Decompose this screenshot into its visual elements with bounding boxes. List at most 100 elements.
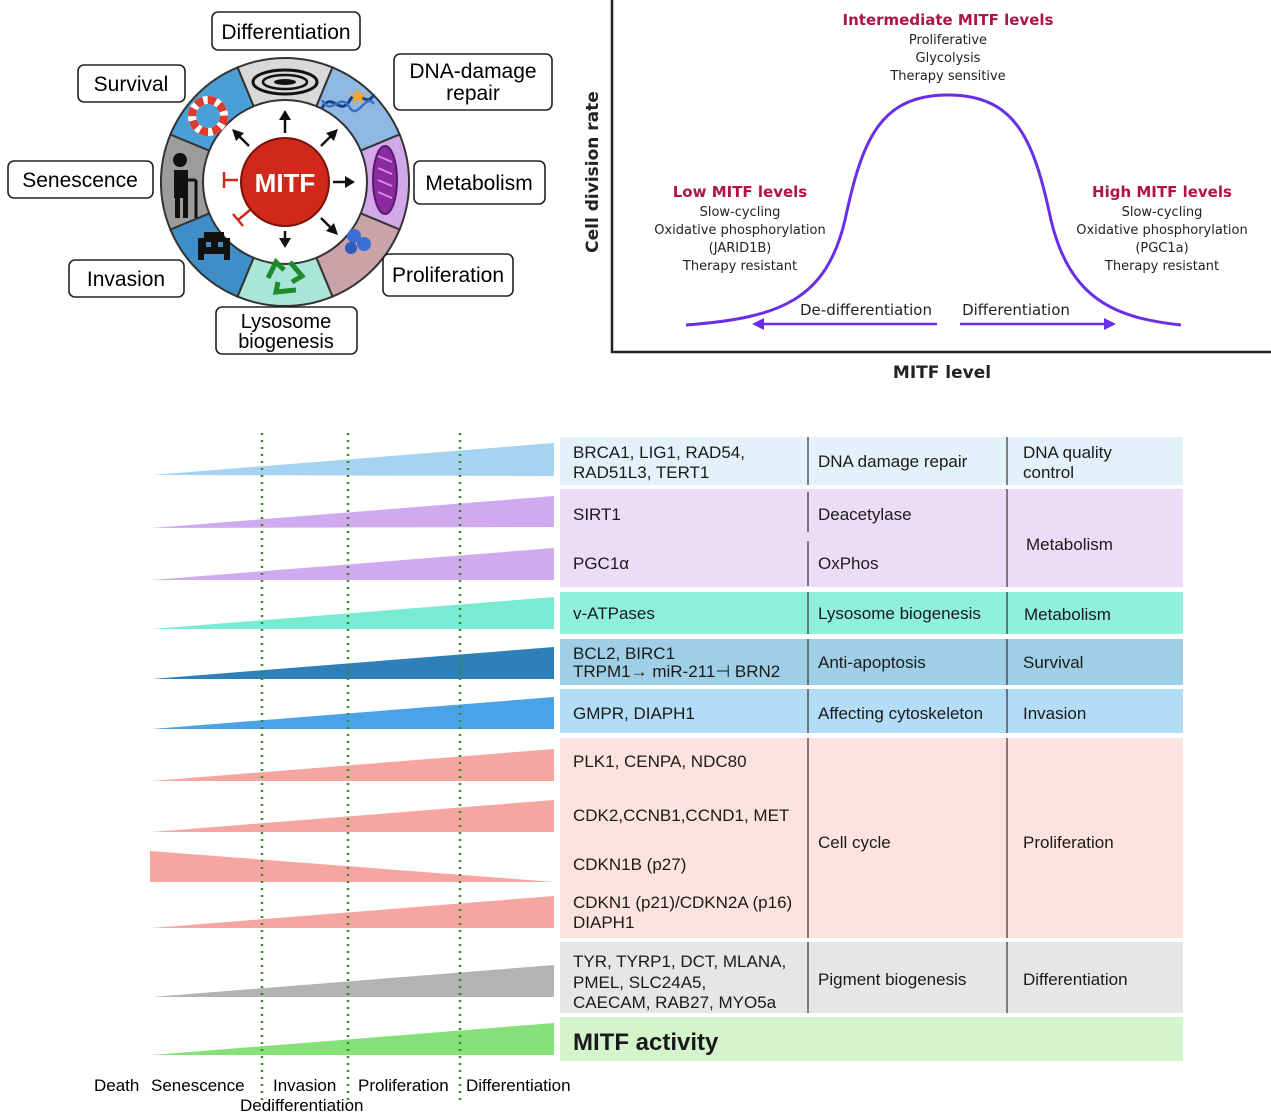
axis-differentiation: Differentiation xyxy=(466,1076,571,1095)
table-column-lines xyxy=(807,437,1008,1013)
recycle-icon xyxy=(265,257,306,295)
genes-invasion: GMPR, DIAPH1 xyxy=(573,704,695,723)
dedifferentiation-arrow xyxy=(752,318,937,330)
wedge-v-atpases xyxy=(152,597,554,629)
box-survival xyxy=(77,64,186,103)
wedge-plk1 xyxy=(152,749,554,781)
genes-v-atpases: v-ATPases xyxy=(573,604,655,623)
wedge-cdkn1 xyxy=(152,896,554,928)
genes-plk1: PLK1, CENPA, NDC80 xyxy=(573,752,747,771)
row-bg-differentiation xyxy=(560,942,1183,1013)
high-line3: (PGC1a) xyxy=(1135,241,1188,256)
genes-pgc1a: PGC1α xyxy=(573,554,629,573)
gene-table: BRCA1, LIG1, RAD54, RAD51L3, TERT1 SIRT1… xyxy=(94,433,1183,1115)
box-proliferation xyxy=(382,253,514,297)
box-dna-repair xyxy=(393,53,553,111)
low-line3: (JARID1B) xyxy=(709,241,772,256)
intermediate-line2: Glycolysis xyxy=(916,51,981,66)
dedifferentiation-arrow-label: De-differentiation xyxy=(800,301,932,319)
row-bg-proliferation xyxy=(560,738,1183,938)
wheel-arrows xyxy=(232,110,355,248)
label-proliferation: Proliferation xyxy=(392,264,504,287)
label-lysosome-1: Lysosome xyxy=(241,311,331,333)
mitf-center xyxy=(240,137,330,227)
genes-cdkn1-2: DIAPH1 xyxy=(573,913,634,932)
func-pigment: Pigment biogenesis xyxy=(818,970,966,989)
func-deacetylase: Deacetylase xyxy=(818,505,912,524)
row-bg-mitf-activity xyxy=(560,1017,1183,1061)
genes-dna-1: BRCA1, LIG1, RAD54, xyxy=(573,443,745,462)
invader-icon xyxy=(198,232,230,260)
high-title: High MITF levels xyxy=(1092,183,1232,201)
wedge-mitf-activity xyxy=(152,1023,554,1055)
high-line4: Therapy resistant xyxy=(1104,259,1219,274)
bell-curve xyxy=(685,93,1182,327)
cat-invasion: Invasion xyxy=(1023,704,1086,723)
genes-pigment-2: PMEL, SLC24A5, xyxy=(573,973,706,992)
row-bg-survival xyxy=(560,639,1183,685)
wedge-cdkn1b xyxy=(150,851,554,882)
axis-senescence: Senescence xyxy=(151,1076,245,1095)
wedge-survival xyxy=(152,647,554,679)
intermediate-title: Intermediate MITF levels xyxy=(843,11,1054,29)
genes-cdkn1-1: CDKN1 (p21)/CDKN2A (p16) xyxy=(573,893,792,912)
intermediate-line3: Therapy sensitive xyxy=(889,69,1005,84)
differentiation-arrow xyxy=(960,318,1116,330)
row-bg-lysosome xyxy=(560,592,1183,634)
axis-dedifferentiation: Dedifferentiation xyxy=(240,1096,364,1115)
curve-axes xyxy=(610,0,1271,354)
genes-survival-1: BCL2, BIRC1 xyxy=(573,644,675,663)
high-line1: Slow-cycling xyxy=(1122,205,1203,220)
label-senescence: Senescence xyxy=(22,169,138,192)
axis-invasion: Invasion xyxy=(273,1076,336,1095)
cat-metabolism: Metabolism xyxy=(1024,605,1111,624)
box-senescence xyxy=(7,160,154,199)
cells-icon xyxy=(345,229,371,254)
axis-proliferation: Proliferation xyxy=(358,1076,449,1095)
cat-proliferation: Proliferation xyxy=(1023,833,1114,852)
label-survival: Survival xyxy=(94,73,169,96)
wedge-sirt1 xyxy=(152,496,554,528)
func-cell-cycle: Cell cycle xyxy=(818,833,891,852)
wedge-dna-repair xyxy=(152,443,554,476)
func-lysosome: Lysosome biogenesis xyxy=(818,604,981,623)
box-invasion xyxy=(68,259,185,298)
elderly-person-icon xyxy=(173,153,198,218)
box-metabolism xyxy=(413,160,546,205)
row-bg-metabolism xyxy=(560,489,1183,587)
dna-helix-icon xyxy=(320,88,376,113)
axis-death: Death xyxy=(94,1076,139,1095)
wedge-invasion xyxy=(152,697,554,729)
genes-pigment-3: CAECAM, RAB27, MYO5a xyxy=(573,993,777,1012)
wedge-pigment xyxy=(152,965,554,997)
genes-cdkn1b: CDKN1B (p27) xyxy=(573,855,686,874)
y-axis-label: Cell division rate xyxy=(583,91,603,253)
genes-cdk2: CDK2,CCNB1,CCND1, MET xyxy=(573,806,789,825)
label-dna-repair-1: DNA-damage xyxy=(409,60,536,83)
intermediate-line1: Proliferative xyxy=(909,33,987,48)
func-cytoskeleton: Affecting cytoskeleton xyxy=(818,704,983,723)
row-bg-invasion xyxy=(560,689,1183,733)
box-differentiation xyxy=(211,11,361,51)
label-metabolism: Metabolism xyxy=(425,172,532,195)
func-dna-repair: DNA damage repair xyxy=(818,452,968,471)
low-line4: Therapy resistant xyxy=(682,259,797,274)
mitf-wheel: MITF Differentiation DNA-damage repair S… xyxy=(7,11,553,355)
wheel-inhibitors xyxy=(222,172,251,227)
genes-pigment-1: TYR, TYRP1, DCT, MLANA, xyxy=(573,952,786,971)
x-axis-label: MITF level xyxy=(893,363,991,383)
spiral-icon xyxy=(251,68,319,96)
label-dna-repair-2: repair xyxy=(446,82,500,105)
genes-dna-2: RAD51L3, TERT1 xyxy=(573,463,709,482)
low-line1: Slow-cycling xyxy=(700,205,781,220)
genes-sirt1: SIRT1 xyxy=(573,505,621,524)
mitf-center-label: MITF xyxy=(255,168,316,198)
low-line2: Oxidative phosphorylation xyxy=(654,223,825,238)
cat-dna-1: DNA quality xyxy=(1023,443,1112,462)
mitf-level-curve: Cell division rate MITF level Intermedia… xyxy=(583,0,1271,383)
label-lysosome-2: biogenesis xyxy=(238,331,334,353)
mitochondrion-icon xyxy=(372,145,398,215)
wedge-cdk2 xyxy=(152,800,554,832)
mitf-activity-label: MITF activity xyxy=(573,1029,719,1056)
